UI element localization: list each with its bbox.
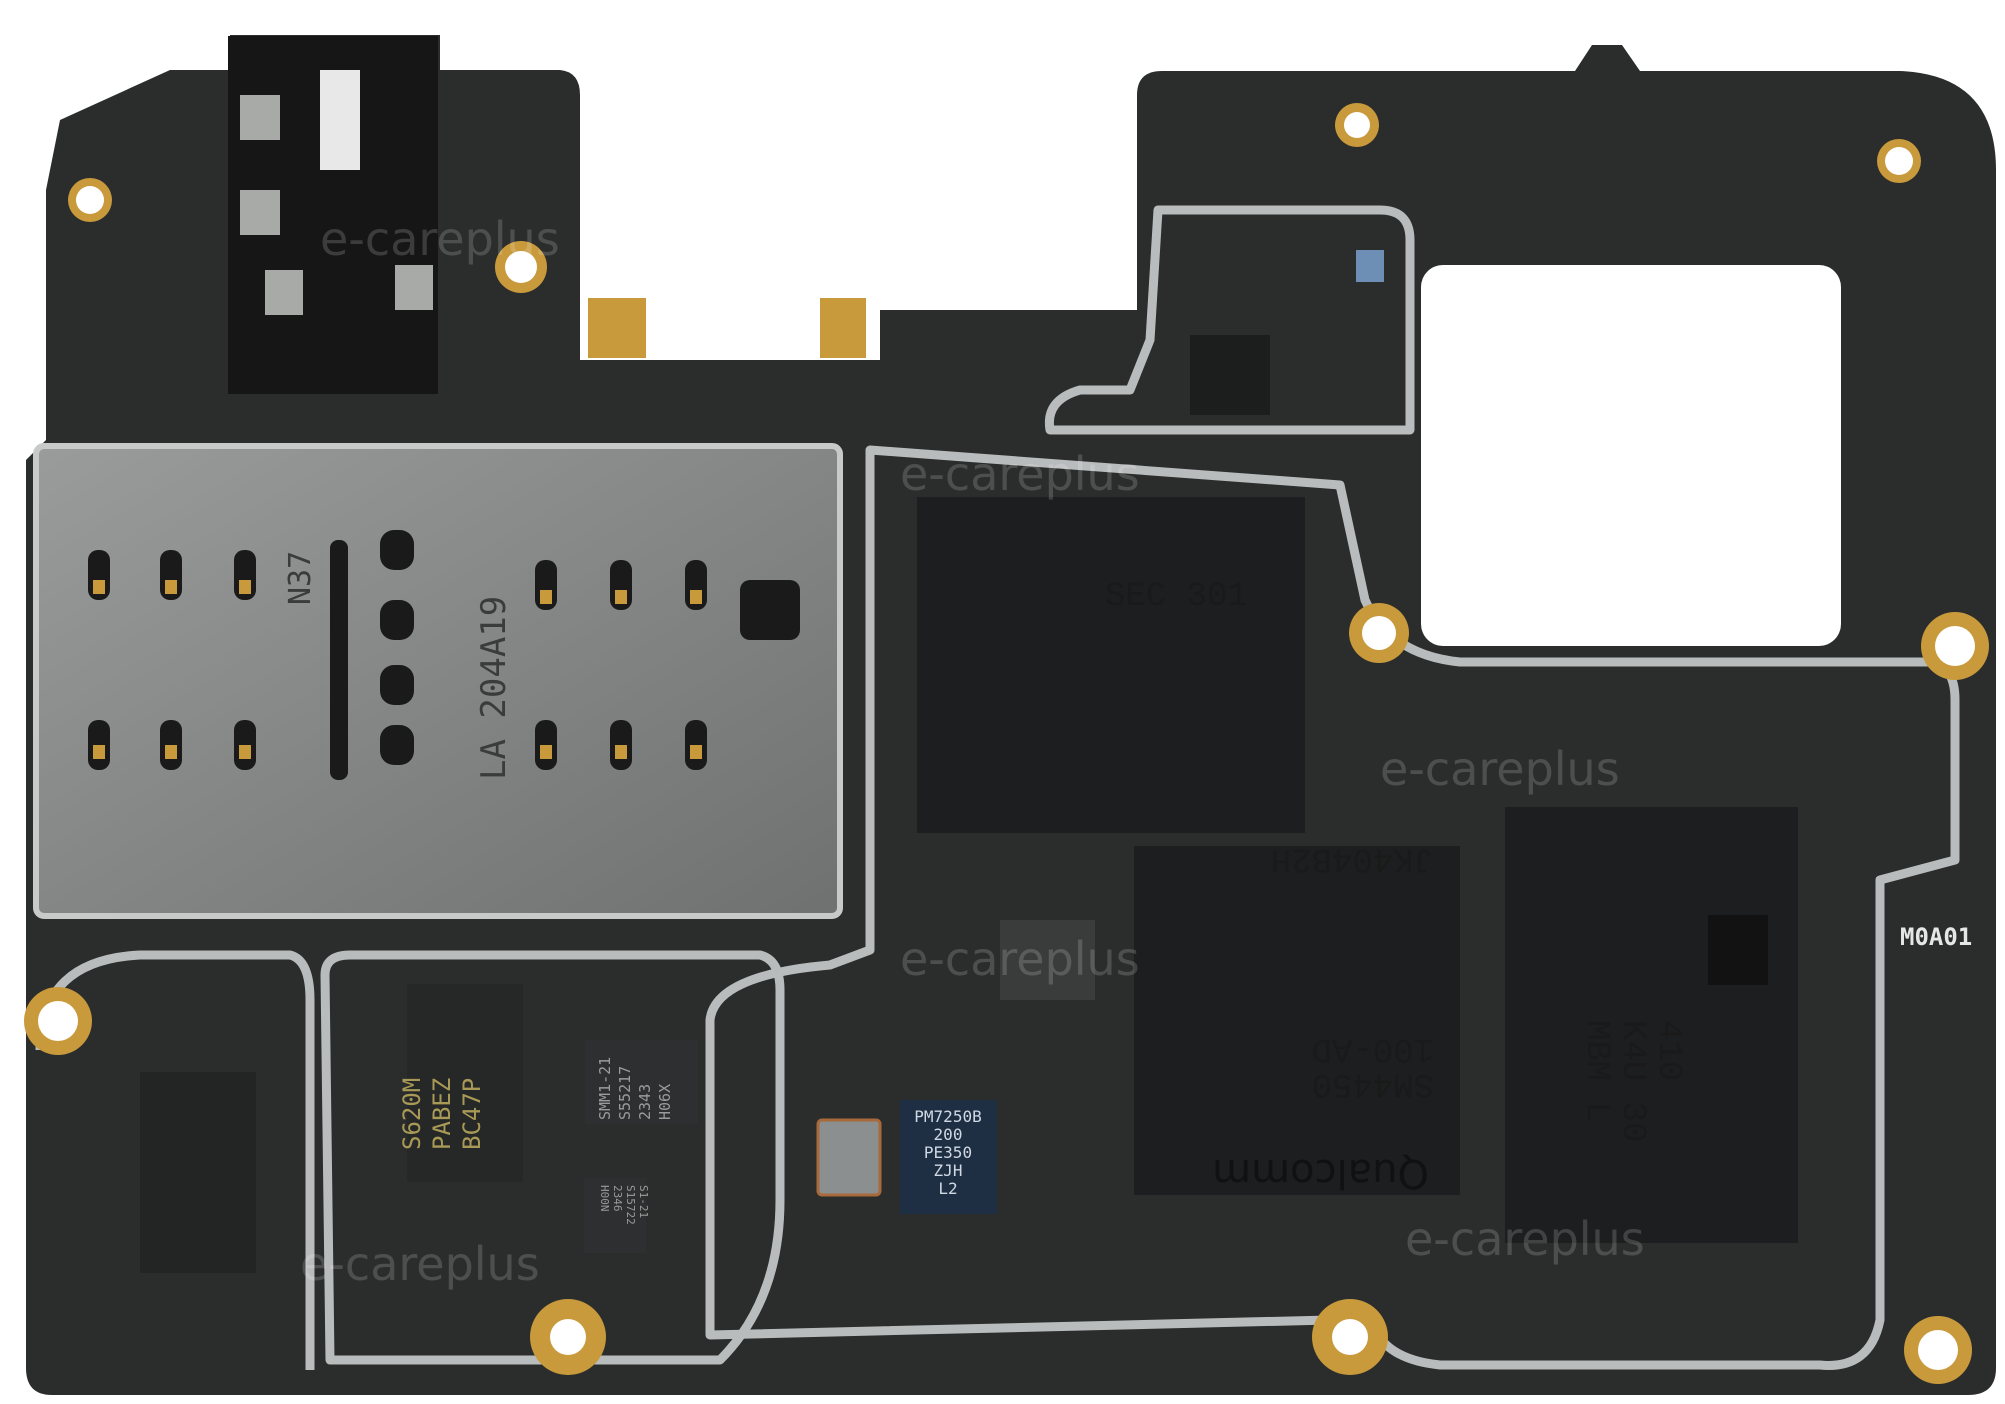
soc-top-marking: JK404B2H (1271, 839, 1434, 877)
soc-model: SM4450 (1312, 1064, 1434, 1102)
rf3-line: H00N (598, 1185, 611, 1212)
watermark: e-careplus (900, 932, 1140, 986)
watermark: e-careplus (900, 447, 1140, 501)
sim-tray-mark: N37 (283, 551, 318, 605)
sim-card-tray: LA 204A19 N37 (33, 443, 843, 919)
soc-chip: JK404B2H SM4450 100-AD Qualcomm (1134, 839, 1460, 1196)
board-cutout (1421, 265, 1841, 646)
pmic-line: L2 (938, 1179, 957, 1198)
rf-chip-1: S620M PABEZ BC47P (398, 984, 523, 1182)
pmic-line: ZJH (934, 1161, 963, 1180)
rf-chip-3: S1-21 S15722 2346 H00N (584, 1178, 650, 1253)
rf1-line: S620M (398, 1078, 426, 1150)
pmic-line: 200 (934, 1125, 963, 1144)
memory-chip (917, 497, 1305, 833)
watermark: e-careplus (1405, 1212, 1645, 1266)
soc-code: 100-AD (1312, 1029, 1434, 1067)
sim-tray-code: LA 204A19 (474, 596, 514, 780)
ram-marking-3: MBM L (1577, 1020, 1615, 1122)
pmic-chip: PM7250B 200 PE350 ZJH L2 (900, 1100, 997, 1214)
rf2-line: 2343 (636, 1084, 654, 1120)
bga-area (1000, 920, 1095, 1000)
rf2-line: SMM1-21 (596, 1057, 614, 1120)
rf2-line: H06X (656, 1084, 674, 1120)
power-amp-chip (140, 1072, 256, 1273)
pmic-line: PM7250B (914, 1107, 981, 1126)
ram-chip: 410 K4U 30 MBM L (1505, 807, 1798, 1243)
watermark: e-careplus (320, 212, 560, 266)
antenna-clip (820, 298, 866, 358)
rf1-line: PABEZ (428, 1078, 456, 1150)
camera-ic (1190, 335, 1270, 415)
rf2-line: S55217 (616, 1066, 634, 1120)
rf1-line: BC47P (458, 1078, 486, 1150)
qualcomm-logo: Qualcomm (1212, 1150, 1429, 1196)
mounting-holes (24, 103, 1989, 1384)
rf-chip-2: SMM1-21 S55217 2343 H06X (585, 1040, 698, 1124)
ram-marking-1: 410 (1649, 1020, 1687, 1081)
watermark: e-careplus (300, 1237, 540, 1291)
watermark: e-careplus (1380, 742, 1620, 796)
blue-component (1356, 250, 1384, 282)
antenna-clip (588, 298, 646, 358)
crystal-oscillator (816, 1118, 882, 1197)
rf3-line: S1-21 (637, 1185, 650, 1218)
rf3-line: S15722 (624, 1185, 637, 1225)
board-id-silkscreen: M0A01 (1900, 923, 1972, 951)
pmic-line: PE350 (924, 1143, 972, 1162)
rf3-line: 2346 (611, 1185, 624, 1212)
memory-chip-marking: SEC 301 (1105, 578, 1248, 616)
ram-marking-2: K4U 30 (1613, 1020, 1651, 1142)
